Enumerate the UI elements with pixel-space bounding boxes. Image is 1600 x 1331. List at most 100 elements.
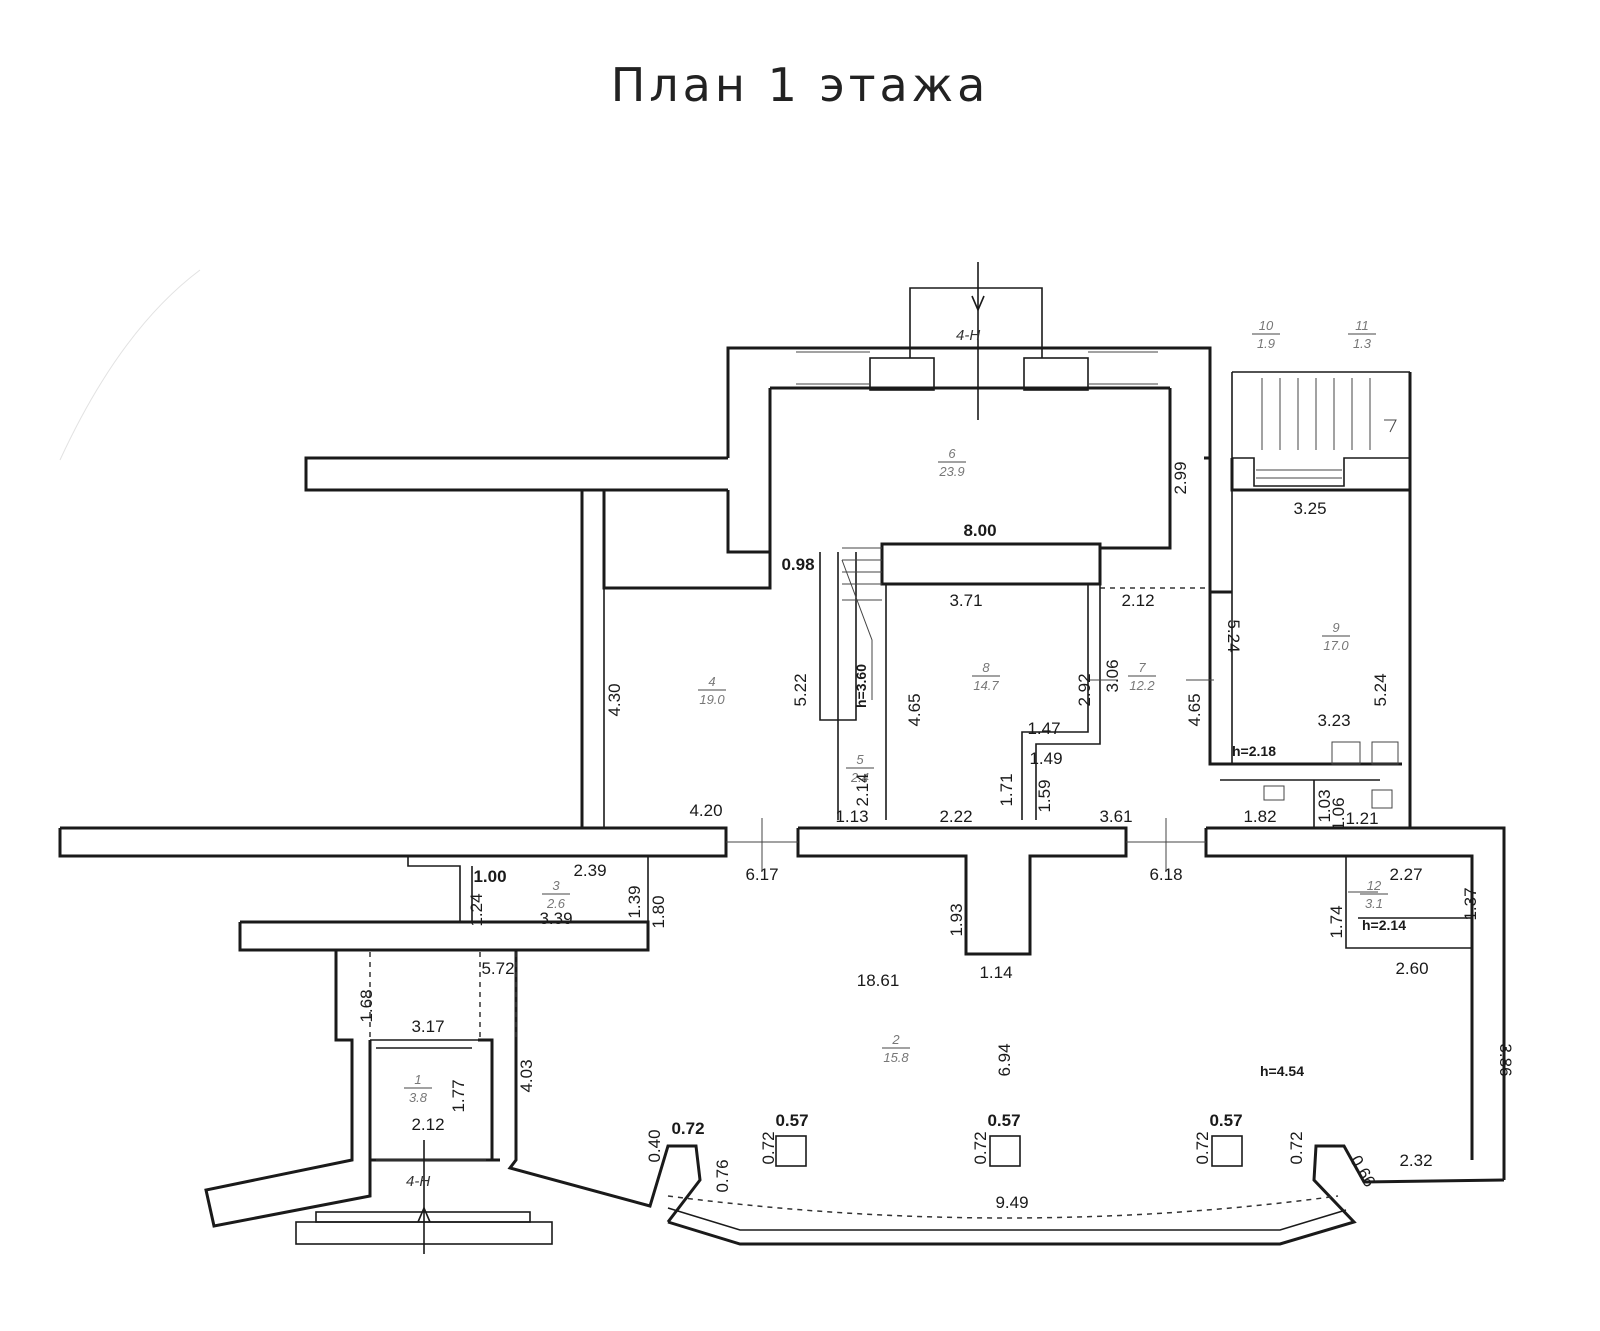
dimension-label: 6.17 (745, 865, 778, 884)
dimension-label: 0.72 (971, 1131, 990, 1164)
room-area: 15.8 (883, 1050, 909, 1065)
room-1-label: 13.8 (404, 1072, 432, 1105)
dimension-label: 1.06 (1329, 797, 1348, 830)
walls (58, 262, 1506, 1254)
dimension-label: 5.24 (1371, 673, 1390, 706)
dimension-label: 2.92 (1075, 673, 1094, 706)
dimension-label: 1.00 (473, 867, 506, 886)
room-8-label: 814.7 (972, 660, 1000, 693)
dimension-label: 2.14 (853, 773, 872, 806)
dimension-label: 8.00 (963, 521, 996, 540)
upper-windows (796, 351, 1158, 391)
height-room12: h=2.14 (1362, 917, 1406, 933)
room-number: 12 (1367, 878, 1382, 893)
room-number: 10 (1259, 318, 1274, 333)
dimension-label: 1.21 (1345, 809, 1378, 828)
room-number: 5 (856, 752, 864, 767)
dimension-label: 1.13 (835, 807, 868, 826)
dimension-label: 1.80 (649, 895, 668, 928)
dimension-label: 0.98 (781, 555, 814, 574)
room-number: 4 (708, 674, 715, 689)
room-9-label: 917.0 (1322, 620, 1350, 653)
dimension-label: 0.57 (987, 1111, 1020, 1130)
dimension-label: 2.99 (1171, 461, 1190, 494)
room-area: 1.3 (1353, 336, 1372, 351)
room-number: 1 (414, 1072, 421, 1087)
column-1 (775, 1135, 807, 1167)
room-area: 23.9 (938, 464, 964, 479)
room-7-label: 712.2 (1128, 660, 1156, 693)
dimension-label: 1.77 (449, 1079, 468, 1112)
height-room2: h=4.54 (1260, 1063, 1304, 1079)
dimension-label: 2.12 (1121, 591, 1154, 610)
dimension-label: 3.71 (949, 591, 982, 610)
dimension-label: 1.03 (1315, 789, 1334, 822)
dimension-label: 3.25 (1293, 499, 1326, 518)
room-6-label: 623.9 (938, 446, 966, 479)
dimension-label: 1.59 (1035, 779, 1054, 812)
room-area: 2.6 (546, 896, 566, 911)
room-area: 1.9 (1257, 336, 1275, 351)
room-number: 7 (1138, 660, 1146, 675)
room-5-label: 52.4 (846, 752, 874, 785)
dimension-label: 2.22 (939, 807, 972, 826)
room-11-label: 111.3 (1348, 318, 1376, 351)
room-number: 2 (891, 1032, 900, 1047)
dimension-label: 5.22 (791, 673, 810, 706)
room-number: 3 (552, 878, 560, 893)
dimension-label: 3.06 (1103, 659, 1122, 692)
section-mark-bottom: 4-H (406, 1173, 430, 1190)
dimension-label: 1.74 (1327, 905, 1346, 938)
dimension-label: 0.72 (671, 1119, 704, 1138)
dimension-label: 3.23 (1317, 711, 1350, 730)
dimension-label: 1.14 (979, 963, 1012, 982)
dimension-label: 0.72 (1193, 1131, 1212, 1164)
dimension-label: 6.18 (1149, 865, 1182, 884)
exterior-stair (1231, 371, 1410, 487)
dimension-label: 18.61 (857, 971, 900, 990)
dimension-label: 9.49 (995, 1193, 1028, 1212)
dimension-label: 1.71 (997, 773, 1016, 806)
plan-title: План 1 этажа (610, 58, 990, 112)
room-number: 6 (948, 446, 956, 461)
dimension-label: 4.20 (689, 801, 722, 820)
room-number: 9 (1332, 620, 1339, 635)
room-10-label: 101.9 (1252, 318, 1280, 351)
room-area: 12.2 (1129, 678, 1155, 693)
dimension-label: 0.57 (775, 1111, 808, 1130)
room-area: 3.8 (409, 1090, 428, 1105)
column-2 (989, 1135, 1021, 1167)
inner-stair (841, 547, 882, 700)
dimension-label: 1.49 (1029, 749, 1062, 768)
room-area: 14.7 (973, 678, 999, 693)
dimension-label: 5.72 (481, 959, 514, 978)
dimension-label: 1.24 (467, 893, 486, 926)
room-12-label: 123.1 (1360, 878, 1388, 911)
dimension-label: 1.37 (1461, 887, 1480, 920)
dimension-label: 1.47 (1027, 719, 1060, 738)
dimension-label: 5.24 (1224, 619, 1243, 652)
dimension-label: 1.82 (1243, 807, 1276, 826)
room-3-label: 32.6 (542, 878, 570, 911)
dimension-label: 3.86 (1496, 1043, 1515, 1076)
dimension-label: 4.65 (905, 693, 924, 726)
dimension-labels: 8.00 2.99 3.25 0.98 3.71 2.12 5.24 5.24 4.30 5.22… (357, 461, 1515, 1212)
room-number: 11 (1355, 318, 1369, 333)
dimension-label: 0.72 (1287, 1131, 1306, 1164)
room-2-label: 215.8 (882, 1032, 910, 1065)
dimension-label: 4.30 (605, 683, 624, 716)
dimension-label: 2.27 (1389, 865, 1422, 884)
column-3 (1211, 1135, 1243, 1167)
dimension-label: 4.03 (517, 1059, 536, 1092)
dimension-label: 0.76 (713, 1159, 732, 1192)
dimension-label: 6.94 (995, 1043, 1014, 1076)
room-4-label: 419.0 (698, 674, 726, 707)
dimension-label: 0.72 (759, 1131, 778, 1164)
room-area: 3.1 (1365, 896, 1383, 911)
dimension-label: 2.60 (1395, 959, 1428, 978)
dimension-label: 3.61 (1099, 807, 1132, 826)
dimension-label: 0.66 (1346, 1152, 1379, 1190)
room-number: 8 (982, 660, 990, 675)
dimension-label: 1.39 (625, 885, 644, 918)
dimension-label: 0.40 (645, 1129, 664, 1162)
